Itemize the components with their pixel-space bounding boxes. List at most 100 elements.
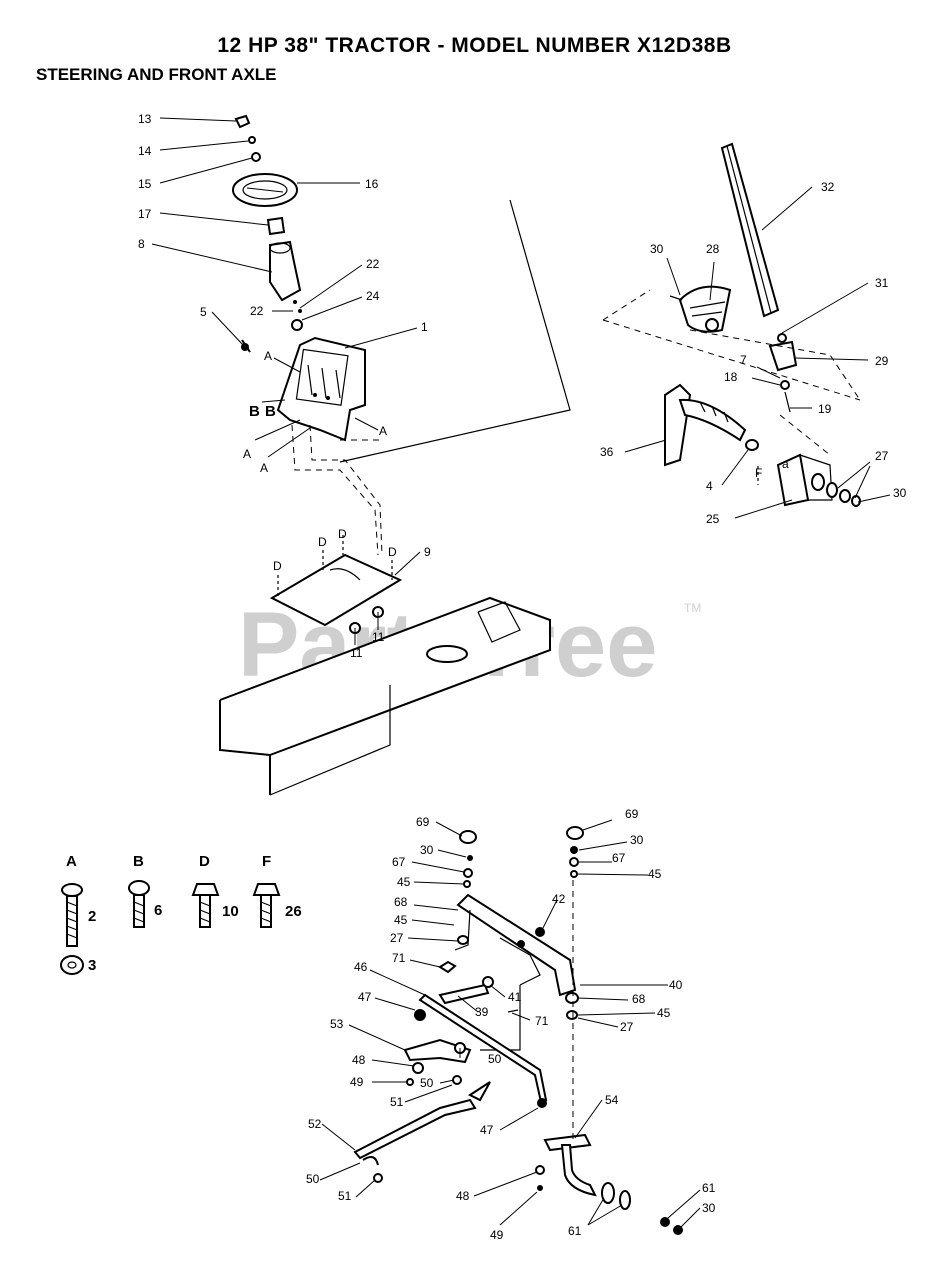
callout-19: 19 bbox=[818, 402, 832, 416]
callout-30-top: 30 bbox=[650, 242, 664, 256]
callout-11-left: 11 bbox=[350, 646, 363, 660]
callout-D-1: D bbox=[273, 559, 282, 573]
part-18-washer bbox=[780, 380, 790, 390]
callout-30-mid-right: 30 bbox=[630, 833, 644, 847]
callout-11-right: 11 bbox=[372, 630, 385, 644]
hardware-A-part-2: 2 bbox=[88, 908, 96, 925]
leader-lines bbox=[151, 117, 891, 1229]
callout-45-right-top: 45 bbox=[648, 867, 662, 881]
callout-47-upper: 47 bbox=[358, 990, 372, 1004]
callout-27-right: 27 bbox=[620, 1020, 634, 1034]
callout-52: 52 bbox=[308, 1117, 322, 1131]
part-4-bushing bbox=[745, 439, 759, 451]
callout-A-3: A bbox=[260, 461, 268, 475]
callout-50-mid: 50 bbox=[420, 1076, 434, 1090]
callout-22-upper: 22 bbox=[366, 257, 380, 271]
callout-D-2: D bbox=[318, 535, 327, 549]
part-1-dash bbox=[276, 336, 366, 442]
callout-40: 40 bbox=[669, 978, 683, 992]
callout-labels: 13 14 15 16 17 8 22 22 24 5 1 A B B A A … bbox=[138, 112, 907, 1242]
callout-46: 46 bbox=[354, 960, 368, 974]
part-15-washer bbox=[251, 152, 261, 162]
callout-17: 17 bbox=[138, 207, 152, 221]
hardware-D-letter: D bbox=[199, 853, 210, 870]
tractor-frame bbox=[219, 596, 551, 796]
callout-51-low: 51 bbox=[338, 1189, 352, 1203]
steering-wheel-assembly bbox=[232, 114, 383, 556]
part-14-nut bbox=[248, 136, 256, 144]
callout-29: 29 bbox=[875, 354, 889, 368]
callout-A-2: A bbox=[243, 447, 251, 461]
callout-41: 41 bbox=[508, 990, 522, 1004]
part-36-arm bbox=[664, 383, 692, 467]
callout-61-right: 61 bbox=[702, 1181, 716, 1195]
callout-36: 36 bbox=[600, 445, 614, 459]
callout-22-lower: 22 bbox=[250, 304, 264, 318]
part-8-boot bbox=[269, 240, 302, 302]
callout-71-left: 71 bbox=[392, 951, 406, 965]
part-24-bushing bbox=[291, 319, 303, 331]
callout-61-left: 61 bbox=[568, 1224, 582, 1238]
callout-49-low: 49 bbox=[490, 1228, 504, 1242]
callout-13: 13 bbox=[138, 112, 152, 126]
callout-15: 15 bbox=[138, 177, 152, 191]
callout-49-left: 49 bbox=[350, 1075, 364, 1089]
callout-47-lower: 47 bbox=[480, 1123, 494, 1137]
hardware-D-part-10: 10 bbox=[222, 903, 239, 920]
hardware-key bbox=[60, 880, 281, 975]
callout-39: 39 bbox=[475, 1005, 489, 1019]
part-52-drag-link bbox=[353, 1098, 477, 1160]
watermark-tm: TM bbox=[684, 601, 701, 615]
hardware-key-labels: A 2 3 B 6 D 10 F 26 bbox=[66, 853, 302, 974]
callout-D-3: D bbox=[338, 527, 347, 541]
part-39-bolt bbox=[438, 983, 490, 1005]
hardware-A-part-3: 3 bbox=[88, 957, 96, 974]
hardware-F bbox=[252, 883, 281, 928]
callout-69-right: 69 bbox=[625, 807, 639, 821]
callout-54: 54 bbox=[605, 1093, 619, 1107]
callout-16: 16 bbox=[365, 177, 379, 191]
callout-30-mid-left: 30 bbox=[420, 843, 434, 857]
callout-50-right: 50 bbox=[488, 1052, 502, 1066]
callout-27-left: 27 bbox=[390, 931, 404, 945]
callout-14: 14 bbox=[138, 144, 152, 158]
callout-67-right: 67 bbox=[612, 851, 626, 865]
callout-30-bottom: 30 bbox=[702, 1201, 716, 1215]
callout-45-right-low: 45 bbox=[657, 1006, 671, 1020]
callout-53: 53 bbox=[330, 1017, 344, 1031]
part-13-cap bbox=[234, 114, 251, 129]
callout-D-4: D bbox=[388, 545, 397, 559]
callout-30-right: 30 bbox=[893, 486, 907, 500]
hardware-A bbox=[60, 883, 84, 975]
callout-9: 9 bbox=[424, 545, 431, 559]
callout-A-4: A bbox=[379, 424, 387, 438]
callout-25: 25 bbox=[706, 512, 720, 526]
callout-31: 31 bbox=[875, 276, 889, 290]
callout-69-left: 69 bbox=[416, 815, 430, 829]
callout-F: F bbox=[755, 466, 762, 480]
hardware-F-letter: F bbox=[262, 853, 271, 870]
callout-68-right: 68 bbox=[632, 992, 646, 1006]
callout-B-2: B bbox=[265, 403, 276, 420]
part-54-spindle bbox=[543, 1133, 592, 1152]
callout-45-left-top: 45 bbox=[397, 875, 411, 889]
section-subtitle: STEERING AND FRONT AXLE bbox=[36, 65, 277, 84]
callout-42: 42 bbox=[552, 892, 566, 906]
hardware-B-letter: B bbox=[133, 853, 144, 870]
hardware-B-part-6: 6 bbox=[154, 902, 162, 919]
callout-7: 7 bbox=[740, 353, 747, 367]
callout-28: 28 bbox=[706, 242, 720, 256]
callout-18: 18 bbox=[724, 370, 738, 384]
part-40-axle-bar bbox=[456, 893, 577, 997]
callout-1: 1 bbox=[421, 320, 428, 334]
part-31-pin bbox=[777, 333, 787, 343]
hardware-F-part-26: 26 bbox=[285, 903, 302, 920]
hardware-B bbox=[128, 880, 150, 928]
callout-50-low: 50 bbox=[306, 1172, 320, 1186]
callout-32: 32 bbox=[821, 180, 835, 194]
callout-48-low: 48 bbox=[456, 1189, 470, 1203]
callout-45-left-mid: 45 bbox=[394, 913, 408, 927]
part-28-gear bbox=[678, 285, 732, 333]
callout-5: 5 bbox=[200, 305, 207, 319]
